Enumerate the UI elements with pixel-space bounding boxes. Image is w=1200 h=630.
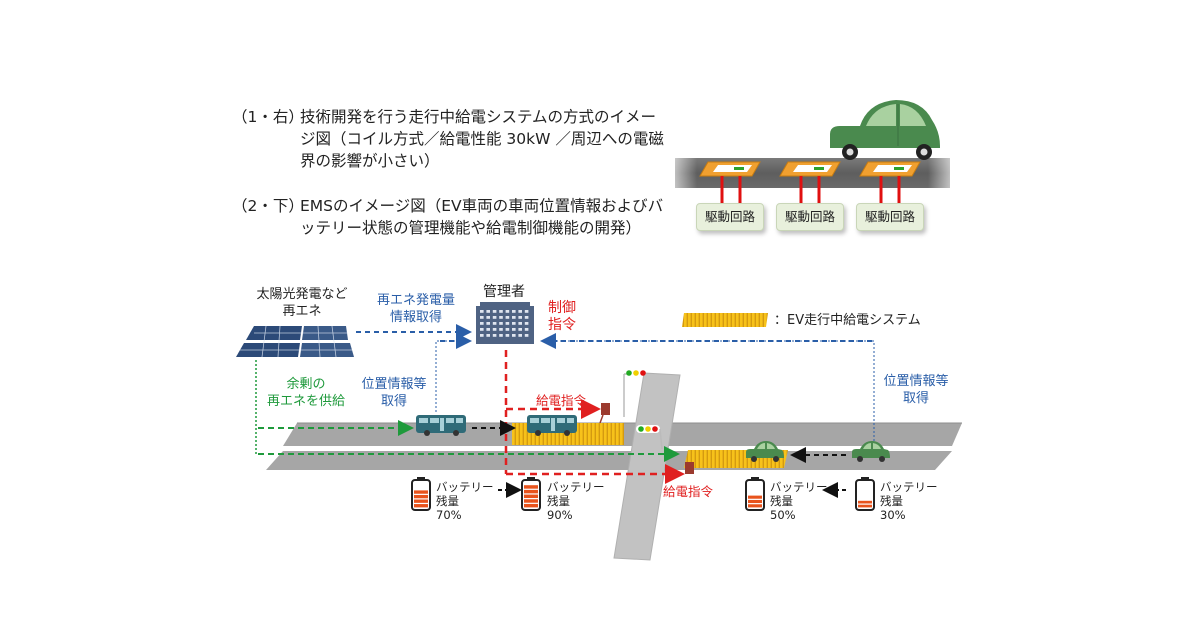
renewable-source-line1: 太陽光発電など xyxy=(256,287,348,302)
coil-system-illustration xyxy=(675,100,950,205)
caption-2-label: （2・下） xyxy=(232,197,304,215)
control-command-line2: 指令 xyxy=(548,317,576,333)
line-position-info-left xyxy=(435,340,468,412)
solar-panel-icon xyxy=(236,325,354,358)
position-info-left-label: 位置情報等 取得 xyxy=(354,376,434,410)
coil-pad-2 xyxy=(779,161,841,177)
ev-car-icon-charging xyxy=(746,441,784,462)
battery-icon-4 xyxy=(855,477,875,511)
battery-level-bar xyxy=(858,504,872,508)
renewable-source-line2: 再エネ xyxy=(282,304,322,319)
position-info-right-line2: 取得 xyxy=(902,391,929,406)
caption-2-text: EMSのイメージ図（EV車両の車両位置情報およびバッテリー状態の管理機能や給電制… xyxy=(300,197,664,237)
battery-icon-3 xyxy=(745,477,765,511)
renewable-info-label: 再エネ発電量 情報取得 xyxy=(368,292,464,326)
caption-1-text: 技術開発を行う走行中給電システムの方式のイメージ図（コイル方式／給電性能 30k… xyxy=(300,108,664,170)
renewable-info-line2: 情報取得 xyxy=(389,310,442,325)
coil-system-diagram: 駆動回路 駆動回路 駆動回路 xyxy=(660,90,960,250)
drive-circuit-2: 駆動回路 xyxy=(776,203,844,231)
drive-circuit-1: 駆動回路 xyxy=(696,203,764,231)
battery-3-subtitle: 残量 xyxy=(770,494,793,508)
power-unit-lower xyxy=(685,462,694,474)
caption-1-label: （1・右） xyxy=(232,108,304,126)
battery-level-bar xyxy=(414,504,428,508)
renewable-source-label: 太陽光発電など 再エネ xyxy=(238,286,366,320)
battery-label-2: バッテリー 残量 90% xyxy=(547,480,605,522)
battery-level-bar xyxy=(748,504,762,508)
traffic-light-upper xyxy=(623,370,646,417)
bus-icon-1 xyxy=(416,415,466,436)
control-command-label: 制御 指令 xyxy=(540,300,584,334)
battery-icon-1 xyxy=(411,477,431,511)
surplus-supply-label: 余剰の 再エネを供給 xyxy=(258,376,354,410)
drive-wires xyxy=(720,176,901,205)
battery-3-title: バッテリー xyxy=(770,480,828,494)
battery-4-subtitle: 残量 xyxy=(880,494,903,508)
battery-level-bar xyxy=(524,485,538,489)
ev-car-icon-approaching xyxy=(852,441,890,462)
battery-level-bar xyxy=(524,494,538,499)
position-info-left-line2: 取得 xyxy=(380,394,407,409)
bus-icon-2 xyxy=(527,415,577,436)
battery-level-bar xyxy=(414,490,428,494)
renewable-info-line1: 再エネ発電量 xyxy=(376,293,455,308)
battery-1-title: バッテリー xyxy=(436,480,494,494)
battery-level-bar xyxy=(524,499,538,503)
battery-level-bar xyxy=(414,494,428,499)
battery-level-bar xyxy=(524,503,538,508)
legend-label: ：EV走行中給電システム xyxy=(774,313,921,328)
manager-label: 管理者 xyxy=(483,284,525,300)
battery-1-subtitle: 残量 xyxy=(436,494,459,508)
battery-level-bar xyxy=(524,489,538,494)
battery-2-subtitle: 残量 xyxy=(547,494,570,508)
coil-pad-3 xyxy=(859,161,921,177)
battery-label-3: バッテリー 残量 50% xyxy=(770,480,828,522)
battery-2-level: 90% xyxy=(547,508,573,522)
position-info-right-line1: 位置情報等 xyxy=(883,374,949,389)
control-command-line1: 制御 xyxy=(548,300,576,316)
power-unit-upper xyxy=(599,403,610,424)
battery-3-level: 50% xyxy=(770,508,796,522)
cross-road xyxy=(613,372,681,561)
coil-pad-1 xyxy=(699,161,761,177)
legend-swatch xyxy=(682,313,768,327)
battery-2-title: バッテリー xyxy=(547,480,605,494)
battery-level-bar xyxy=(858,500,872,504)
position-info-left-line1: 位置情報等 xyxy=(361,377,427,392)
battery-1-level: 70% xyxy=(436,508,462,522)
surplus-line2: 再エネを供給 xyxy=(266,394,345,409)
surplus-line1: 余剰の xyxy=(286,377,326,392)
battery-level-bar xyxy=(748,499,762,504)
battery-label-1: バッテリー 残量 70% xyxy=(436,480,494,522)
battery-4-level: 30% xyxy=(880,508,906,522)
power-command-lower-label: 給電指令 xyxy=(663,484,714,499)
ev-car-icon xyxy=(830,100,940,160)
traffic-light-lower xyxy=(636,425,663,450)
drive-circuit-3: 駆動回路 xyxy=(856,203,924,231)
power-command-upper-label: 給電指令 xyxy=(536,393,587,408)
battery-level-bar xyxy=(414,499,428,503)
manager-building-icon xyxy=(476,302,534,344)
battery-icon-2 xyxy=(521,477,541,511)
battery-level-bar xyxy=(748,495,762,499)
battery-label-4: バッテリー 残量 30% xyxy=(880,480,938,522)
position-info-right-label: 位置情報等 取得 xyxy=(876,373,956,407)
battery-4-title: バッテリー xyxy=(880,480,938,494)
